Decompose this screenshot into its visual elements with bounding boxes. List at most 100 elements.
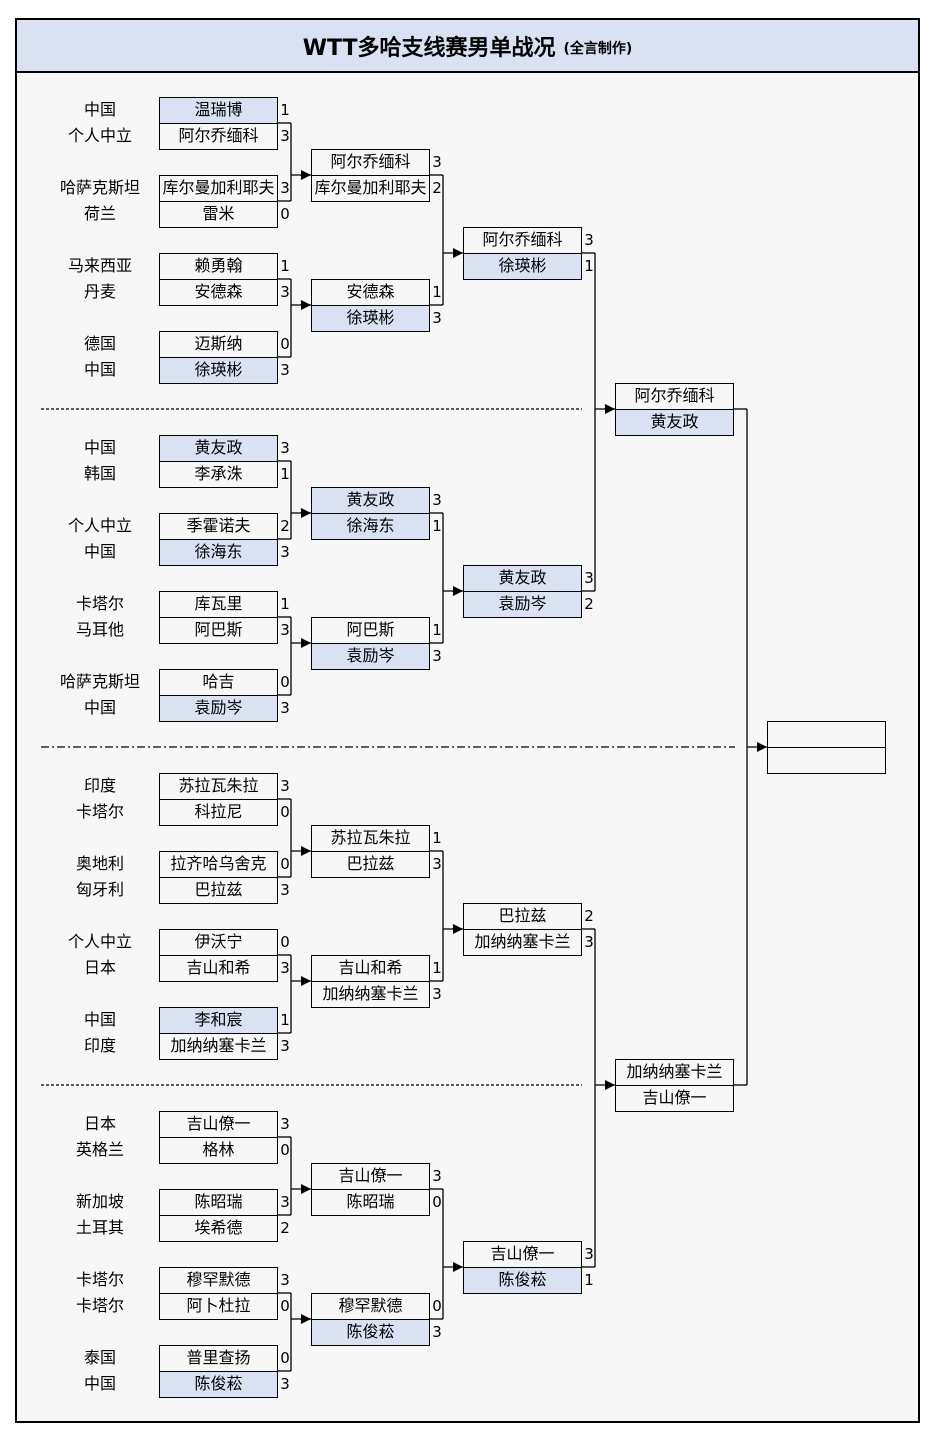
country-label: 新加坡 — [75, 1192, 124, 1211]
country-label: 马耳他 — [75, 620, 124, 639]
player-cell: 吉山僚一 — [463, 1241, 582, 1268]
score-value: 3 — [280, 699, 290, 717]
player-cell: 黄友政 — [159, 435, 278, 462]
country-label: 马来西亚 — [67, 256, 132, 275]
arrow-icon — [301, 638, 311, 648]
player-cell: 迈斯纳 — [159, 331, 278, 358]
score-value: 3 — [432, 855, 442, 873]
country-label: 印度 — [83, 776, 116, 795]
country-label: 个人中立 — [67, 126, 132, 145]
score-value: 1 — [432, 621, 442, 639]
score-value: 1 — [584, 257, 594, 275]
arrow-icon — [453, 924, 463, 934]
arrow-icon — [301, 846, 311, 856]
score-value: 0 — [280, 803, 290, 821]
score-value: 3 — [280, 1037, 290, 1055]
player-cell — [767, 747, 886, 774]
player-cell: 阿卜杜拉 — [159, 1293, 278, 1320]
score-value: 3 — [432, 985, 442, 1003]
score-value: 3 — [432, 309, 442, 327]
player-cell: 穆罕默德 — [311, 1293, 430, 1320]
page-title: WTT多哈支线赛男单战况 — [302, 35, 556, 61]
score-value: 3 — [432, 1167, 442, 1185]
player-cell — [767, 721, 886, 748]
player-cell: 徐瑛彬 — [311, 305, 430, 332]
score-value: 3 — [280, 881, 290, 899]
country-label: 泰国 — [83, 1348, 116, 1367]
score-value: 3 — [280, 1271, 290, 1289]
player-cell: 吉山僚一 — [159, 1111, 278, 1138]
player-cell: 加纳纳塞卡兰 — [311, 981, 430, 1008]
score-value: 0 — [280, 205, 290, 223]
player-cell: 陈昭瑞 — [159, 1189, 278, 1216]
score-value: 1 — [280, 257, 290, 275]
player-cell: 苏拉瓦朱拉 — [311, 825, 430, 852]
country-label: 日本 — [83, 958, 116, 977]
player-cell: 吉山僚一 — [615, 1085, 734, 1112]
player-cell: 雷米 — [159, 201, 278, 228]
country-label: 哈萨克斯坦 — [59, 672, 140, 691]
arrow-icon — [453, 248, 463, 258]
arrow-icon — [301, 300, 311, 310]
score-value: 0 — [280, 335, 290, 353]
player-cell: 阿尔乔缅科 — [463, 227, 582, 254]
player-cell: 库瓦里 — [159, 591, 278, 618]
player-cell: 巴拉兹 — [311, 851, 430, 878]
player-cell: 吉山僚一 — [311, 1163, 430, 1190]
score-value: 1 — [280, 465, 290, 483]
player-cell: 季霍诺夫 — [159, 513, 278, 540]
score-value: 3 — [584, 1245, 594, 1263]
country-label: 日本 — [83, 1114, 116, 1133]
score-value: 3 — [280, 179, 290, 197]
player-cell: 阿尔乔缅科 — [159, 123, 278, 150]
score-value: 1 — [584, 1271, 594, 1289]
player-cell: 阿巴斯 — [311, 617, 430, 644]
player-cell: 徐海东 — [311, 513, 430, 540]
score-value: 3 — [280, 439, 290, 457]
country-label: 德国 — [83, 334, 116, 353]
arrow-icon — [301, 508, 311, 518]
score-value: 3 — [432, 491, 442, 509]
player-cell: 拉齐哈乌舍克 — [159, 851, 278, 878]
score-value: 3 — [280, 1375, 290, 1393]
score-value: 3 — [280, 621, 290, 639]
player-cell: 巴拉兹 — [159, 877, 278, 904]
player-cell: 穆罕默德 — [159, 1267, 278, 1294]
player-cell: 李承洙 — [159, 461, 278, 488]
player-cell: 黄友政 — [311, 487, 430, 514]
country-label: 荷兰 — [83, 204, 116, 223]
player-cell: 徐海东 — [159, 539, 278, 566]
player-cell: 陈俊菘 — [311, 1319, 430, 1346]
player-cell: 阿尔乔缅科 — [615, 383, 734, 410]
country-label: 个人中立 — [67, 516, 132, 535]
player-cell: 埃希德 — [159, 1215, 278, 1242]
score-value: 3 — [584, 933, 594, 951]
player-cell: 陈俊菘 — [463, 1267, 582, 1294]
player-cell: 安德森 — [311, 279, 430, 306]
arrow-icon — [453, 1262, 463, 1272]
player-cell: 加纳纳塞卡兰 — [159, 1033, 278, 1060]
arrow-icon — [605, 1080, 615, 1090]
player-cell: 苏拉瓦朱拉 — [159, 773, 278, 800]
player-cell: 库尔曼加利耶夫 — [311, 175, 430, 202]
country-label: 匈牙利 — [75, 880, 124, 899]
country-label: 中国 — [83, 1010, 116, 1029]
arrow-icon — [301, 1184, 311, 1194]
score-value: 3 — [280, 777, 290, 795]
country-label: 中国 — [83, 698, 116, 717]
player-cell: 黄友政 — [463, 565, 582, 592]
arrow-icon — [757, 742, 767, 752]
player-cell: 科拉尼 — [159, 799, 278, 826]
country-label: 中国 — [83, 100, 116, 119]
country-label: 中国 — [83, 360, 116, 379]
score-value: 0 — [280, 855, 290, 873]
player-cell: 哈吉 — [159, 669, 278, 696]
player-cell: 加纳纳塞卡兰 — [615, 1059, 734, 1086]
country-label: 英格兰 — [75, 1140, 124, 1159]
score-value: 3 — [280, 283, 290, 301]
country-label: 哈萨克斯坦 — [59, 178, 140, 197]
score-value: 2 — [584, 907, 594, 925]
score-value: 1 — [432, 959, 442, 977]
